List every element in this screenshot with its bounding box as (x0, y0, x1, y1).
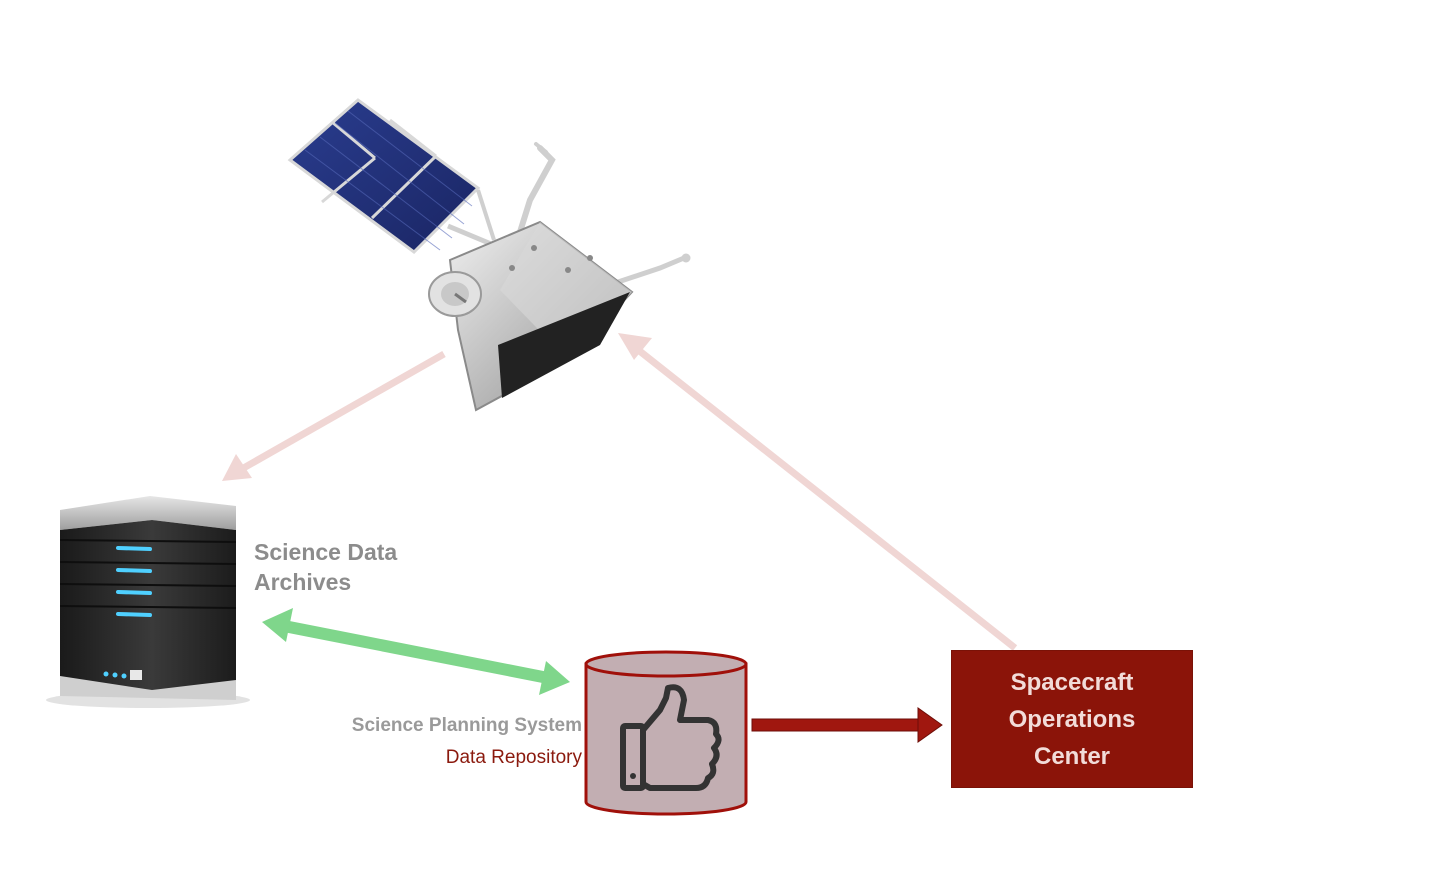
archives-label: Science Data Archives (254, 537, 474, 597)
solar-panel (287, 98, 497, 254)
antenna-booms (517, 142, 691, 291)
archives-label-line1: Science Data (254, 539, 398, 565)
thumbs-up-icon (620, 684, 722, 791)
data-repository-label: Data Repository (445, 747, 582, 768)
edge-soc-to-spacecraft (618, 333, 1018, 651)
dish-antenna (428, 271, 482, 317)
archives-label-line2: Archives (254, 569, 352, 595)
spacecraft-operations-center-box: Spacecraft Operations Center (951, 650, 1193, 788)
soc-label-line2: Operations (1008, 705, 1136, 733)
edge-archives-repository (262, 608, 570, 695)
soc-label-line3: Center (1033, 742, 1111, 770)
dark-radiator-panel (498, 292, 630, 398)
edge-spacecraft-to-archives (222, 350, 446, 481)
edge-repository-to-soc (751, 707, 943, 743)
satellite-icon (287, 98, 691, 412)
server-tower-icon (46, 496, 250, 708)
science-planning-system-label: Science Planning System (351, 715, 582, 736)
database-cylinder-icon (584, 650, 748, 816)
soc-label-line1: Spacecraft (1010, 668, 1134, 696)
